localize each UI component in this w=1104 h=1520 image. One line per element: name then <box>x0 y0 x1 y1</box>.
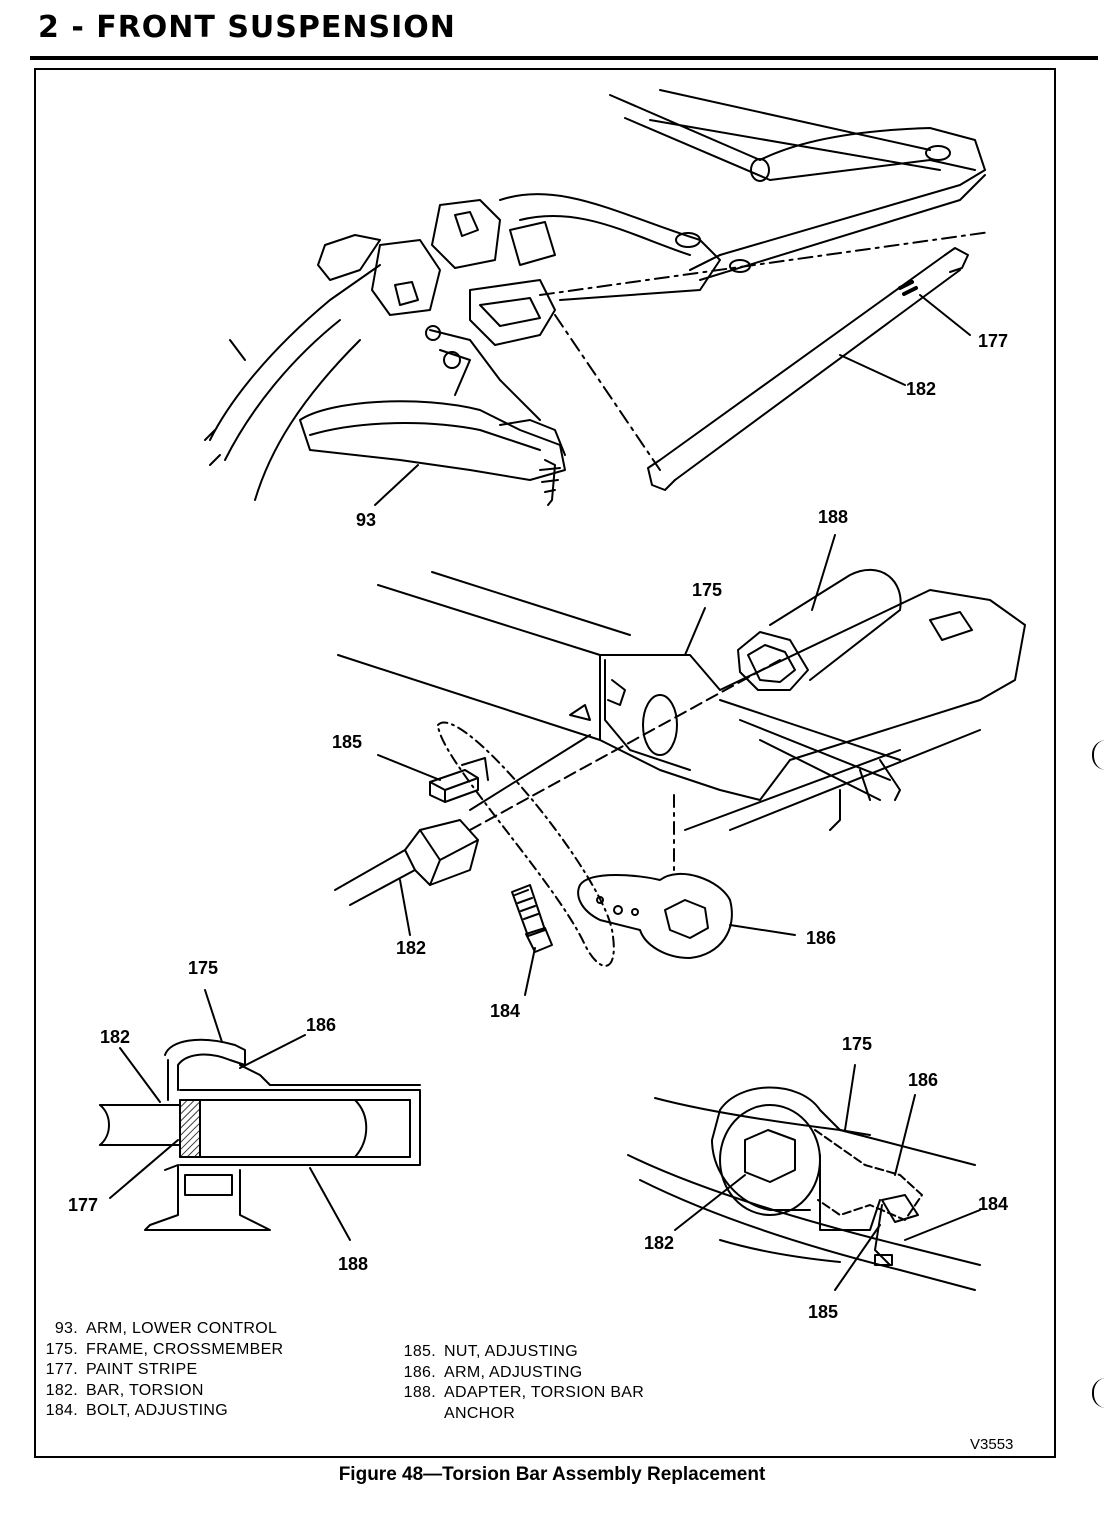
callout-188-mid: 188 <box>818 507 848 527</box>
callout-185-mid: 185 <box>332 732 362 752</box>
callout-177-top: 177 <box>978 331 1008 351</box>
header-rule <box>30 56 1098 60</box>
edge-mark <box>1092 1378 1104 1408</box>
legend-item: 186.ARM, ADJUSTING <box>403 1363 583 1381</box>
callout-175-section: 175 <box>188 958 218 978</box>
legend-item: ANCHOR <box>444 1404 516 1422</box>
callout-185-detail: 185 <box>808 1302 838 1322</box>
legend-item: 177.PAINT STRIPE <box>45 1361 198 1378</box>
page-header: 2 - FRONT SUSPENSION <box>38 10 456 45</box>
callout-182-top: 182 <box>906 379 936 399</box>
middle-exploded-drawing <box>334 534 1026 996</box>
legend-item: 175.FRAME, CROSSMEMBER <box>45 1340 284 1358</box>
callout-184-mid: 184 <box>490 1001 520 1021</box>
callout-175-detail: 175 <box>842 1034 872 1054</box>
callout-177-section: 177 <box>68 1195 98 1215</box>
callout-186-detail: 186 <box>908 1070 938 1090</box>
legend-item: 93.ARM, LOWER CONTROL <box>54 1320 278 1337</box>
top-assembly-drawing <box>204 89 991 506</box>
legend-left: 93.ARM, LOWER CONTROL 175.FRAME, CROSSME… <box>40 1319 283 1422</box>
callout-182-section: 182 <box>100 1027 130 1047</box>
callout-186-mid: 186 <box>806 928 836 948</box>
legend-item: 185.NUT, ADJUSTING <box>403 1343 578 1360</box>
callout-186-section: 186 <box>306 1015 336 1035</box>
installed-detail-drawing <box>627 1064 981 1291</box>
figure-frame <box>34 68 1056 1458</box>
legend-item: 182.BAR, TORSION <box>45 1381 204 1399</box>
legend-item: 184.BOLT, ADJUSTING <box>45 1402 229 1419</box>
figure-caption: Figure 48—Torsion Bar Assembly Replaceme… <box>338 1464 766 1485</box>
callout-184-detail: 184 <box>978 1194 1008 1214</box>
figure-code: V3553 <box>970 1436 1014 1453</box>
callout-93-top: 93 <box>356 510 376 530</box>
callout-182-detail: 182 <box>644 1233 674 1253</box>
callout-175-mid: 175 <box>692 580 722 600</box>
legend-right: 185.NUT, ADJUSTING 186.ARM, ADJUSTING 18… <box>398 1342 644 1424</box>
callout-188-section: 188 <box>338 1254 368 1274</box>
section-view-drawing <box>99 989 421 1241</box>
edge-mark <box>1092 740 1104 770</box>
callout-182-mid: 182 <box>396 938 426 958</box>
legend-item: 188.ADAPTER, TORSION BAR <box>403 1384 645 1401</box>
